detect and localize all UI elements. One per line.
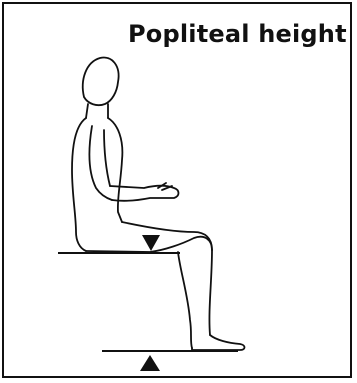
measurement-arrow-up [140, 355, 160, 371]
figure-calf [178, 252, 192, 348]
figure-neck [86, 104, 108, 118]
figure-front-torso [108, 118, 122, 222]
figure-shin [209, 250, 212, 335]
figure-back [72, 118, 86, 251]
figure-head [83, 58, 119, 106]
measurement-arrow-down [142, 235, 160, 251]
figure-foot [192, 335, 245, 350]
figure-upper-arm [89, 126, 112, 200]
